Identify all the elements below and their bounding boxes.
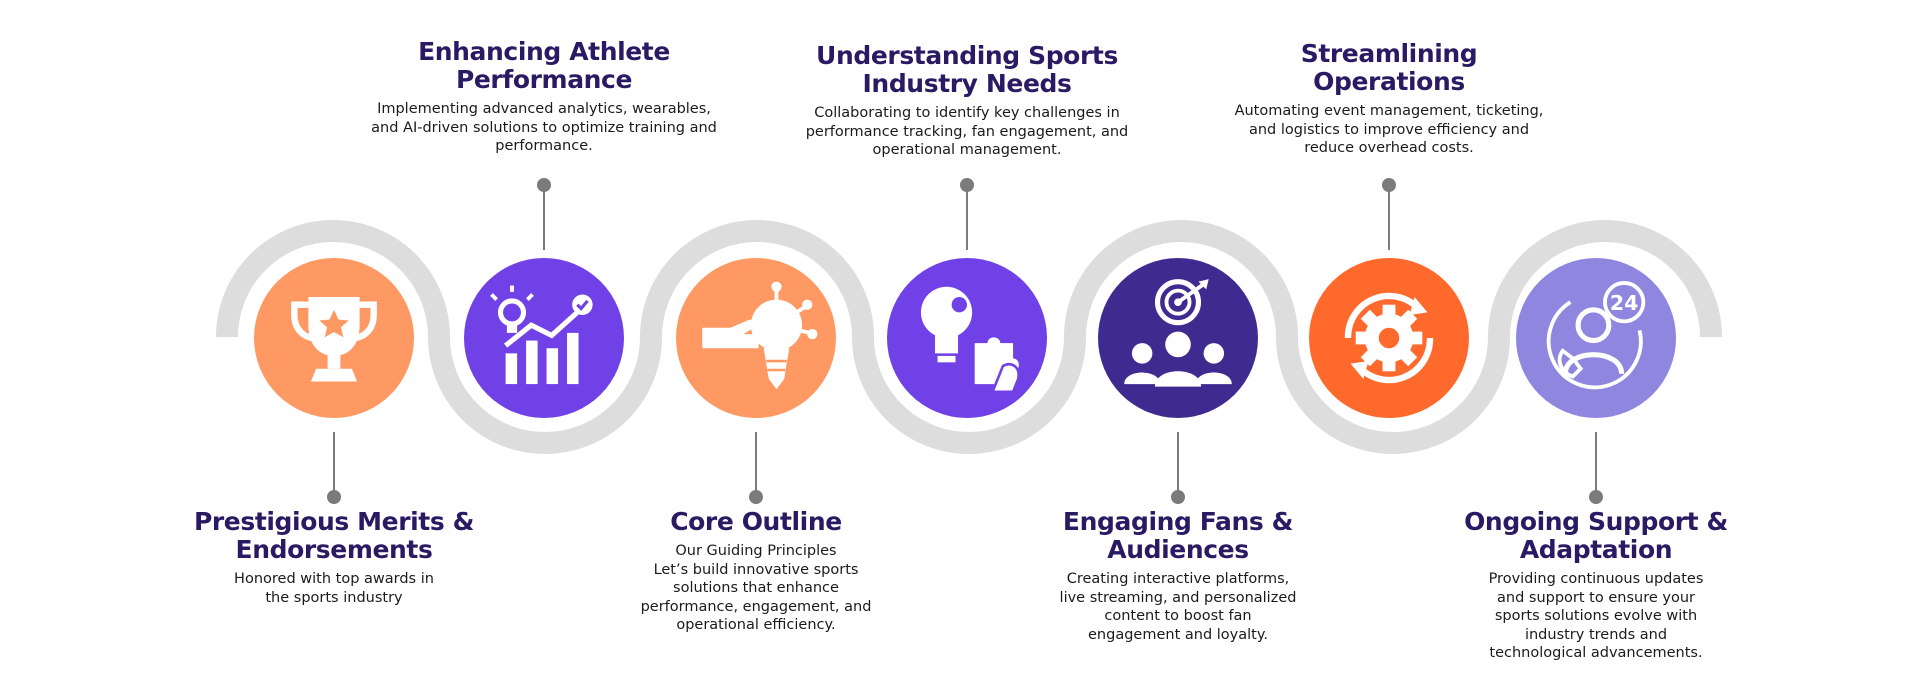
step-4-dot [960,178,974,192]
step-7-circle: 24 [1516,258,1676,418]
step-7-dot [1589,490,1603,504]
step-2-dot [537,178,551,192]
step-2-circle [464,258,624,418]
puzzle-lightbulb-icon [920,286,1020,394]
step-1-title: Prestigious Merits & Endorsements [193,507,475,564]
step-6-circle [1309,258,1469,418]
step-1-circle [254,258,414,418]
step-4-description: Collaborating to identify key challenges… [805,105,1129,158]
growth-chart-icon [490,285,593,385]
step-5-circle [1098,258,1258,418]
step-3-title: Core Outline [670,507,842,536]
step-7-connector [1595,432,1597,494]
step-7-description: Providing continuous updates and support… [1488,571,1704,661]
step-6-description: Automating event management, ticketing, … [1234,103,1544,156]
step-2-description: Implementing advanced analytics, wearabl… [371,101,717,154]
step-5-connector [1177,432,1179,494]
step-3-text: Core Outline Our Guiding Principles Let’… [566,508,946,635]
step-6-connector [1388,188,1390,250]
step-5-dot [1171,490,1185,504]
gear-cycle-icon [1344,292,1434,384]
step-1-dot [327,490,341,504]
step-3-connector [755,432,757,494]
hand-lightbulb-icon [702,281,818,390]
step-3-dot [749,490,763,504]
step-1-connector [333,432,335,494]
step-6-dot [1382,178,1396,192]
step-7-text: Ongoing Support & Adaptation Providing c… [1406,508,1786,663]
support-24-icon: 24 [1546,281,1646,390]
trophy-icon [291,297,377,382]
step-4-connector [966,188,968,250]
svg-text:24: 24 [1610,291,1638,315]
target-audience-icon [1124,279,1232,387]
step-1-text: Prestigious Merits & Endorsements Honore… [144,508,524,607]
step-4-title: Understanding Sports Industry Needs [816,41,1118,98]
step-5-text: Engaging Fans & Audiences Creating inter… [988,508,1368,644]
step-2-title: Enhancing Athlete Performance [418,37,670,94]
step-4-circle [887,258,1047,418]
step-2-text: Enhancing Athlete Performance Implementi… [344,38,744,156]
step-3-description: Our Guiding Principles Let’s build innov… [640,543,872,633]
step-4-text: Understanding Sports Industry Needs Coll… [767,42,1167,160]
step-5-title: Engaging Fans & Audiences [1062,507,1294,564]
wave-path [216,220,1722,454]
step-7-title: Ongoing Support & Adaptation [1464,507,1728,564]
step-1-description: Honored with top awards in the sports in… [234,571,434,606]
step-3-circle [676,258,836,418]
step-5-description: Creating interactive platforms, live str… [1059,571,1297,643]
step-6-title: Streamlining Operations [1300,39,1478,96]
step-6-text: Streamlining Operations Automating event… [1189,40,1589,158]
step-2-connector [543,188,545,250]
